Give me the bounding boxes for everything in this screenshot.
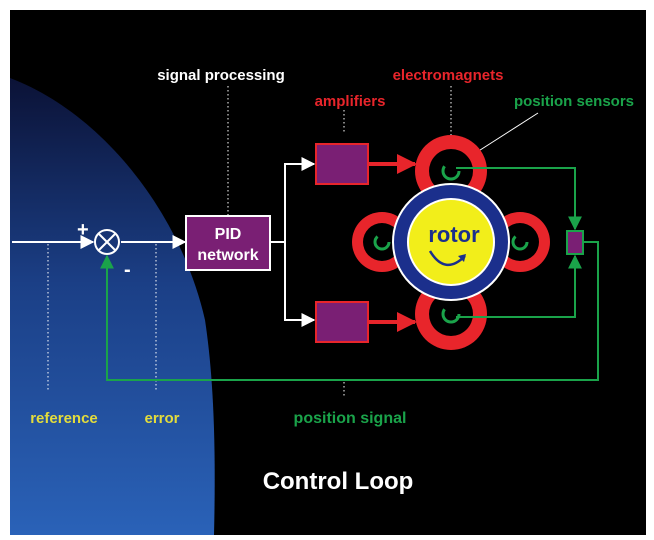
page-title: Control Loop <box>263 468 414 495</box>
signal-processing-label: signal processing <box>157 67 285 84</box>
pid-label: PID <box>215 226 242 243</box>
blue-gradient-region <box>10 78 215 535</box>
sensor-line-top <box>456 167 582 231</box>
position-signal-line <box>100 241 599 381</box>
pid-network-box <box>185 215 271 271</box>
network-label: network <box>197 247 258 264</box>
rotor-label: rotor <box>428 222 480 247</box>
circle-x-icon <box>94 229 120 255</box>
reference-label: reference <box>30 410 98 427</box>
amplifier-box-top <box>315 143 369 185</box>
error-label: error <box>144 410 179 427</box>
plus-sign: + <box>77 219 89 241</box>
position-signal-label: position signal <box>294 410 407 427</box>
sensor-line-bottom <box>456 254 582 318</box>
electromagnets-label: electromagnets <box>393 67 504 84</box>
split-signal-line-lower <box>284 242 316 327</box>
rotor <box>392 183 510 301</box>
position-sensors <box>373 161 529 324</box>
leader-lines <box>47 86 452 396</box>
position-sensor-box <box>566 230 584 255</box>
curved-arrow-icon <box>428 250 466 266</box>
amplifier-box-bottom <box>315 301 369 343</box>
position-sensors-label: position sensors <box>514 93 634 110</box>
amplifiers-label: amplifiers <box>315 93 386 110</box>
minus-sign: - <box>124 259 131 281</box>
split-signal-line <box>270 157 316 243</box>
